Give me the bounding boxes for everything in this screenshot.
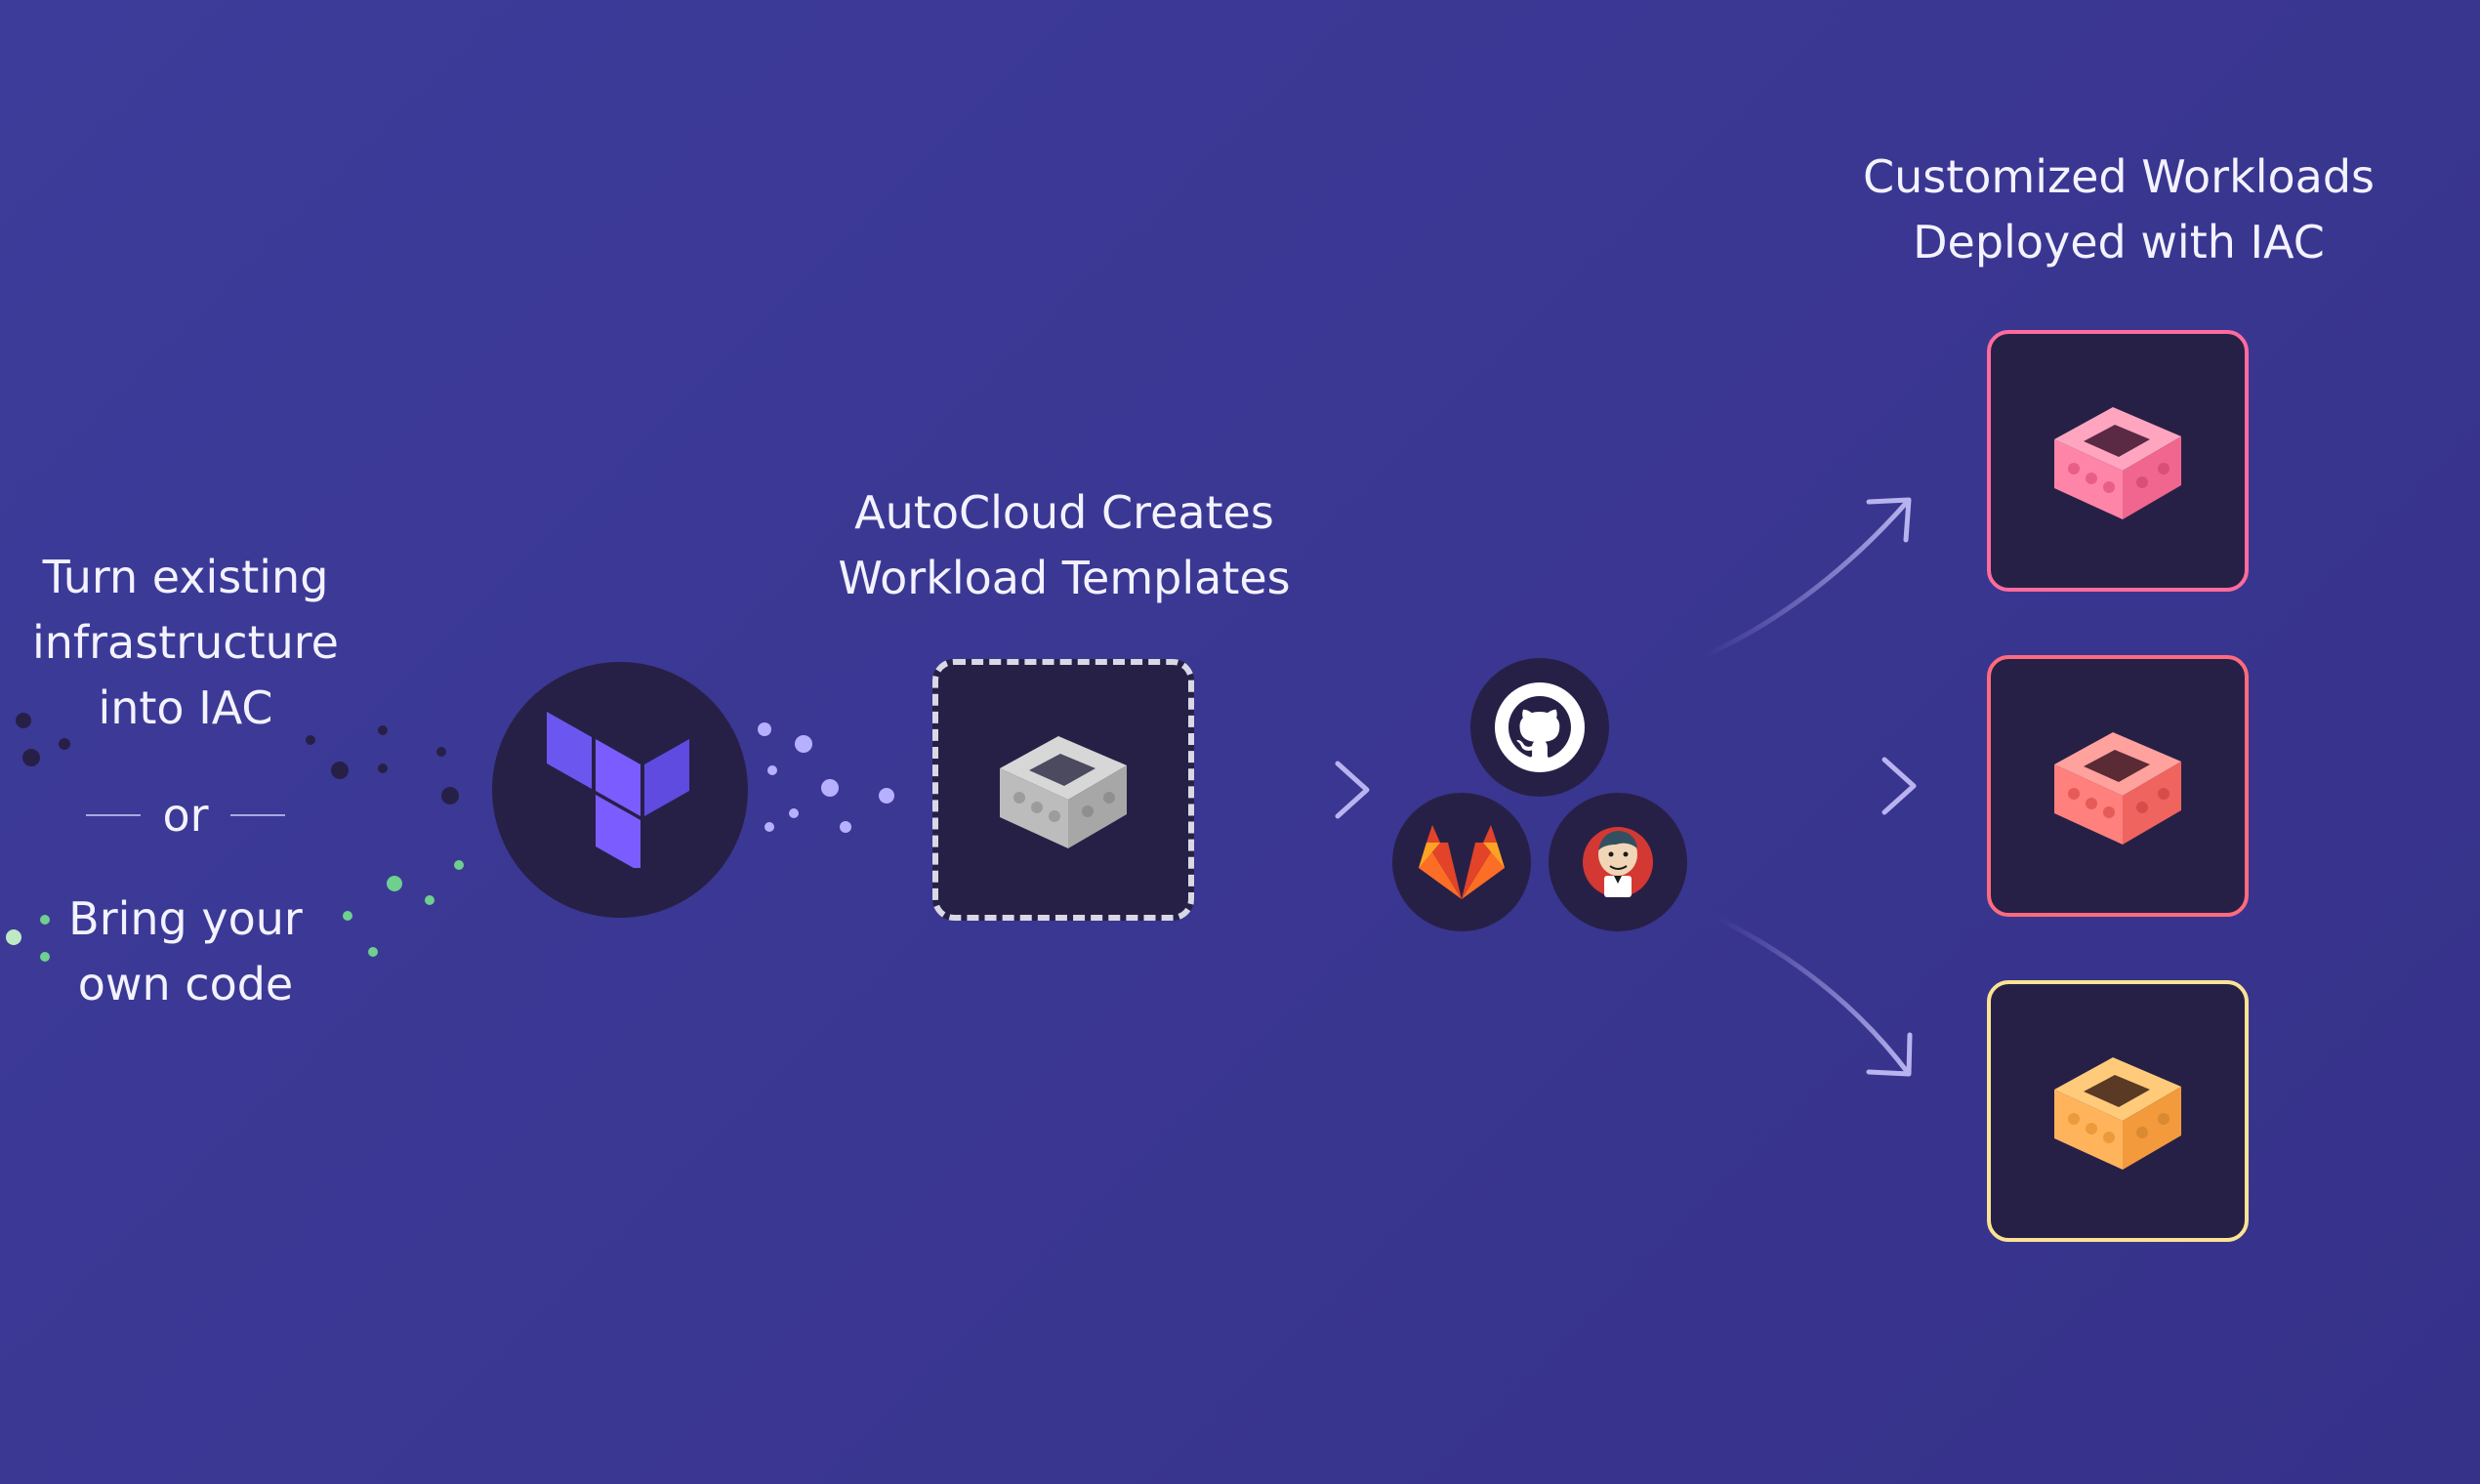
left-caption-top: Turn existing infrastructure into IAC [10,545,361,741]
left-line-5: own code [77,958,294,1010]
arrow-to-output-3 [1715,915,1913,1077]
right-line-1: Customized Workloads [1862,150,2376,203]
right-caption: Customized Workloads Deployed with IAC [1816,144,2421,275]
middle-line-1: AutoCloud Creates [854,486,1274,539]
workload-template-card [932,659,1194,921]
left-line-3: into IAC [98,681,273,734]
output-workload-card-1 [1987,330,2249,592]
pink-block-icon [2054,407,2181,519]
left-caption-bottom: Bring your own code [10,886,361,1017]
jenkins-circle [1549,793,1687,931]
jenkins-icon [1583,827,1653,897]
gitlab-icon [1419,825,1505,899]
middle-line-2: Workload Templates [838,552,1291,604]
particles-left [6,713,464,962]
output-workload-card-3 [1987,980,2249,1242]
arrow-to-output-1 [1702,497,1912,659]
left-line-4: Bring your [68,892,303,945]
orange-block-icon [2054,1057,2181,1170]
gray-block-icon [1000,736,1127,848]
left-line-2: infrastructure [32,616,339,669]
left-line-1: Turn existing [42,551,329,603]
particles-middle [758,722,894,833]
github-circle [1470,658,1609,797]
arrow-to-output-2 [1689,757,1917,815]
arrow-to-vcs [1225,761,1370,819]
or-divider: or [78,786,293,845]
terraform-circle [492,662,748,918]
output-workload-card-2 [1987,655,2249,917]
middle-caption: AutoCloud Creates Workload Templates [810,480,1318,611]
or-label: or [162,789,209,842]
gitlab-circle [1392,793,1531,931]
coral-block-icon [2054,732,2181,845]
github-icon [1495,682,1585,772]
right-line-2: Deployed with IAC [1913,216,2325,268]
terraform-icon [547,712,689,868]
or-dash-left [86,814,142,816]
or-dash-right [229,814,285,816]
